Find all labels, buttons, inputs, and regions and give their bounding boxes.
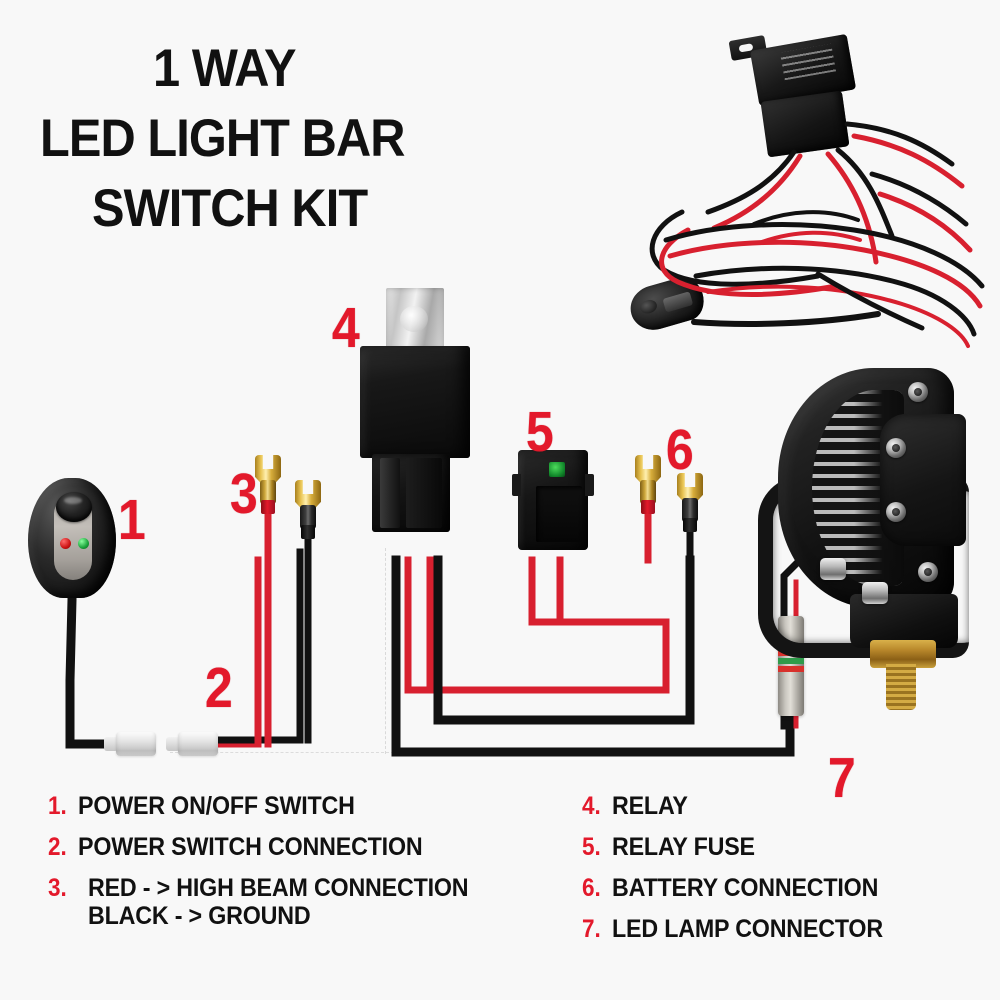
fork-prongs-icon: [635, 455, 661, 483]
callout-7: 7: [827, 746, 856, 810]
led-light-bar-lamp: [758, 368, 994, 716]
legend-number-1: 1.: [48, 792, 67, 820]
relay[interactable]: [356, 288, 474, 568]
led-indicator-red-icon: [60, 538, 71, 549]
power-on-off-switch[interactable]: [22, 478, 142, 768]
legend-item-6: 6. BATTERY CONNECTION: [582, 874, 982, 902]
legend-number-3: 3.: [48, 874, 67, 902]
relay-mounting-tab: [386, 288, 444, 350]
legend-label-3-line2: BLACK - > GROUND: [87, 902, 311, 930]
fuse-clip-right: [585, 474, 594, 496]
legend-item-7: 7. LED LAMP CONNECTOR: [582, 915, 982, 943]
legend-item-5: 5. RELAY FUSE: [582, 833, 982, 861]
legend-label-3: RED - > HIGH BEAM CONNECTION BLACK - > G…: [87, 874, 469, 930]
relay-socket: [372, 454, 450, 532]
fork-barrel: [260, 480, 276, 504]
lamp-housing: [778, 368, 966, 608]
connector-band-red-lower: [778, 666, 804, 672]
page-title: 1 WAY LED LIGHT BAR SWITCH KIT: [40, 34, 560, 244]
lamp-screw-bottom: [918, 562, 938, 582]
legend-label-6: BATTERY CONNECTION: [611, 874, 879, 902]
legend-number-4: 4.: [582, 792, 601, 820]
fork-prongs-icon: [255, 455, 281, 483]
fork-barrel: [640, 480, 656, 504]
relay-fuse[interactable]: [512, 450, 594, 560]
fuse-element-green-icon: [549, 462, 565, 477]
connector-barrel: [178, 732, 218, 756]
bracket-bolt-left[interactable]: [820, 558, 846, 580]
callout-5: 5: [525, 400, 554, 464]
title-line-2: LED LIGHT BAR: [40, 109, 405, 168]
legend-number-6: 6.: [582, 874, 601, 902]
fork-terminal-battery-positive[interactable]: [635, 455, 661, 514]
legend-label-4: RELAY: [611, 792, 688, 820]
bracket-bolt-right[interactable]: [862, 582, 888, 604]
legend-label-1: POWER ON/OFF SWITCH: [77, 792, 355, 820]
legend-column-right: 4. RELAY 5. RELAY FUSE 6. BATTERY CONNEC…: [582, 792, 982, 956]
wiring-harness-photo: [622, 24, 994, 354]
fork-barrel: [682, 498, 698, 522]
relay-body: [360, 346, 470, 458]
power-switch-connector-left-barrel: [104, 732, 156, 756]
legend-label-2: POWER SWITCH CONNECTION: [77, 833, 423, 861]
fork-barrel: [300, 505, 316, 529]
connector-barrel: [116, 732, 156, 756]
connector-tip: [166, 737, 180, 751]
lamp-mount-stud: [886, 664, 916, 710]
lamp-screw-lower: [886, 502, 906, 522]
connector-tip: [104, 737, 118, 751]
callout-1: 1: [117, 488, 146, 552]
fuse-holder-body: [518, 450, 588, 550]
fuse-slot: [536, 486, 582, 542]
legend-item-2: 2. POWER SWITCH CONNECTION: [48, 833, 578, 861]
fork-prongs-icon: [295, 480, 321, 508]
legend-item-3: 3. RED - > HIGH BEAM CONNECTION BLACK - …: [48, 874, 578, 930]
lamp-screw-middle: [886, 438, 906, 458]
fork-sleeve-black: [683, 518, 697, 532]
legend-item-4: 4. RELAY: [582, 792, 982, 820]
legend-number-7: 7.: [582, 915, 601, 943]
lamp-screw-top: [908, 382, 928, 402]
fork-sleeve-red: [641, 500, 655, 514]
legend-column-left: 1. POWER ON/OFF SWITCH 2. POWER SWITCH C…: [48, 792, 578, 943]
legend-item-1: 1. POWER ON/OFF SWITCH: [48, 792, 578, 820]
fuse-clip-left: [512, 474, 521, 496]
harness-wires: [649, 121, 985, 348]
guide-line-horizontal: [170, 752, 600, 753]
legend-label-5: RELAY FUSE: [611, 833, 755, 861]
title-line-3: SWITCH KIT: [92, 179, 368, 238]
lamp-mount-nut: [870, 640, 936, 668]
fork-terminal-black-ground[interactable]: [295, 480, 321, 539]
fork-terminal-battery-negative[interactable]: [677, 473, 703, 532]
callout-6: 6: [665, 418, 694, 482]
callout-4: 4: [331, 296, 360, 360]
legend-number-2: 2.: [48, 833, 67, 861]
led-indicator-green-icon: [78, 538, 89, 549]
connector-band-green: [778, 658, 804, 664]
callout-3: 3: [229, 462, 258, 526]
fork-terminal-red-high-beam[interactable]: [255, 455, 281, 514]
callout-2: 2: [204, 656, 233, 720]
lamp-back-plate: [880, 414, 966, 546]
title-line-1: 1 WAY: [153, 39, 297, 98]
fork-sleeve-black: [301, 525, 315, 539]
legend: 1. POWER ON/OFF SWITCH 2. POWER SWITCH C…: [0, 792, 1000, 972]
guide-line-vertical: [385, 548, 386, 754]
fork-sleeve-red: [261, 500, 275, 514]
legend-label-3-line1: RED - > HIGH BEAM CONNECTION: [87, 874, 469, 902]
legend-label-7: LED LAMP CONNECTOR: [611, 915, 883, 943]
switch-housing: [28, 478, 116, 598]
legend-number-5: 5.: [582, 833, 601, 861]
power-switch-connector-male[interactable]: [166, 732, 218, 756]
switch-rocker-button[interactable]: [56, 492, 92, 522]
